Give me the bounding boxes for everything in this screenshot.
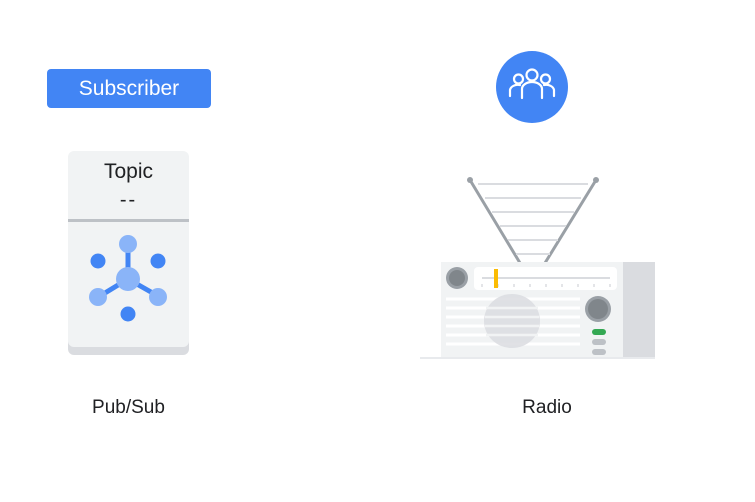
radio-power-button	[592, 329, 606, 335]
radio-signal-lines	[478, 183, 588, 255]
topic-divider	[68, 219, 189, 222]
subscriber-badge: Subscriber	[47, 69, 211, 108]
topic-title: Topic	[103, 160, 154, 183]
radio-caption: Radio	[522, 397, 572, 418]
radio-button	[592, 339, 606, 345]
topic-dash: --	[119, 189, 138, 211]
radio-speaker	[484, 294, 540, 348]
pubsub-hub-icon	[89, 235, 167, 322]
group-icon	[508, 68, 556, 100]
pubsub-topic-card: Topic --	[68, 151, 189, 356]
radio-antenna	[468, 178, 598, 265]
radio-dial-needle	[494, 269, 498, 288]
group-icon-circle	[496, 51, 568, 123]
radio-button	[592, 349, 606, 355]
pubsub-caption: Pub/Sub	[92, 397, 165, 418]
